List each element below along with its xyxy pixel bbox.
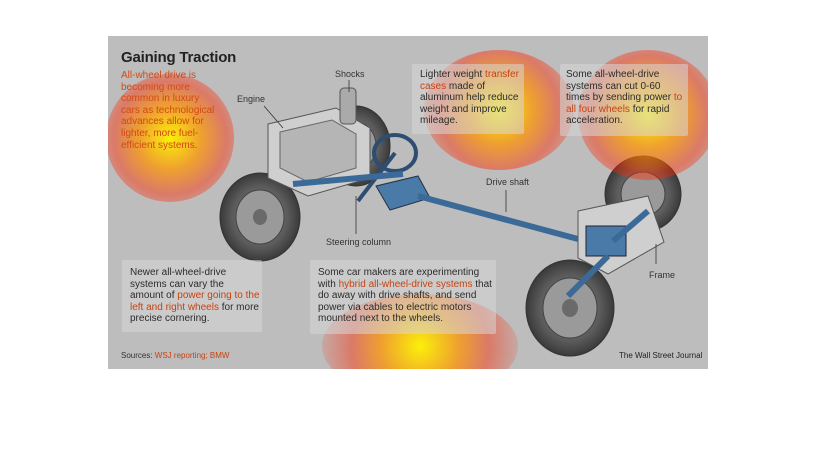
callout-hybrid-text: Some car makers are experimenting with h… xyxy=(318,267,494,325)
sources-label: Sources: xyxy=(121,351,155,360)
infographic-title: Gaining Traction xyxy=(121,49,237,66)
callout-acceleration-post: for rapid acceleration. xyxy=(566,103,670,127)
infographic-canvas: Gaining Traction All-wheel drive is beco… xyxy=(108,36,708,369)
callout-transfer-cases-text: Lighter weight transfer cases made of al… xyxy=(420,69,520,127)
label-engine: Engine xyxy=(237,94,266,104)
callout-cornering-highlight: power going to the left and right wheels xyxy=(130,290,260,313)
callout-hybrid-post: that do away with drive shafts, and send… xyxy=(318,278,492,325)
drivetrain-diagram xyxy=(219,80,682,357)
callout-cornering: Newer all-wheel-drive systems can vary t… xyxy=(122,260,262,332)
callout-hybrid-highlight: hybrid all-wheel-drive systems xyxy=(338,278,473,290)
leader-lines xyxy=(263,80,657,264)
rear-frame xyxy=(565,195,665,299)
rear-left-wheel xyxy=(219,172,301,262)
callout-cornering-post: for more precise cornering. xyxy=(130,301,259,325)
sources-line: Sources: WSJ reporting; BMW xyxy=(121,351,229,360)
front-axle xyxy=(292,171,404,187)
label-drive-shaft: Drive shaft xyxy=(486,177,530,187)
lead-text: All-wheel drive is becoming more common … xyxy=(121,70,215,151)
callout-acceleration: Some all-wheel-drive systems can cut 0-6… xyxy=(560,64,688,136)
sources-value: WSJ reporting; BMW xyxy=(154,351,230,360)
rear-right-wheel xyxy=(525,259,615,357)
callout-acceleration-highlight: to all four wheels xyxy=(566,92,683,115)
callout-transfer-cases-highlight: transfer cases xyxy=(420,69,519,92)
engine xyxy=(267,107,371,197)
callout-transfer-cases-pre: Lighter weight xyxy=(420,69,486,80)
label-shocks: Shocks xyxy=(335,69,365,79)
publisher-credit: The Wall Street Journal xyxy=(619,351,703,360)
callout-hybrid-pre: Some car makers are experimenting with xyxy=(318,267,480,290)
callout-transfer-cases: Lighter weight transfer cases made of al… xyxy=(412,64,524,134)
callout-transfer-cases-post: made of aluminum help reduce weight and … xyxy=(420,80,519,127)
callout-cornering-text: Newer all-wheel-drive systems can vary t… xyxy=(130,267,260,325)
drive-shaft xyxy=(417,193,579,242)
callout-acceleration-text: Some all-wheel-drive systems can cut 0-6… xyxy=(566,69,684,127)
callout-cornering-pre: Newer all-wheel-drive systems can vary t… xyxy=(130,267,227,302)
label-steering-column: Steering column xyxy=(326,237,392,247)
label-frame: Frame xyxy=(649,270,676,280)
transfer-case xyxy=(375,175,431,211)
callout-acceleration-pre: Some all-wheel-drive systems can cut 0-6… xyxy=(566,69,674,104)
shock-absorber xyxy=(339,87,357,125)
callout-hybrid: Some car makers are experimenting with h… xyxy=(310,260,496,334)
